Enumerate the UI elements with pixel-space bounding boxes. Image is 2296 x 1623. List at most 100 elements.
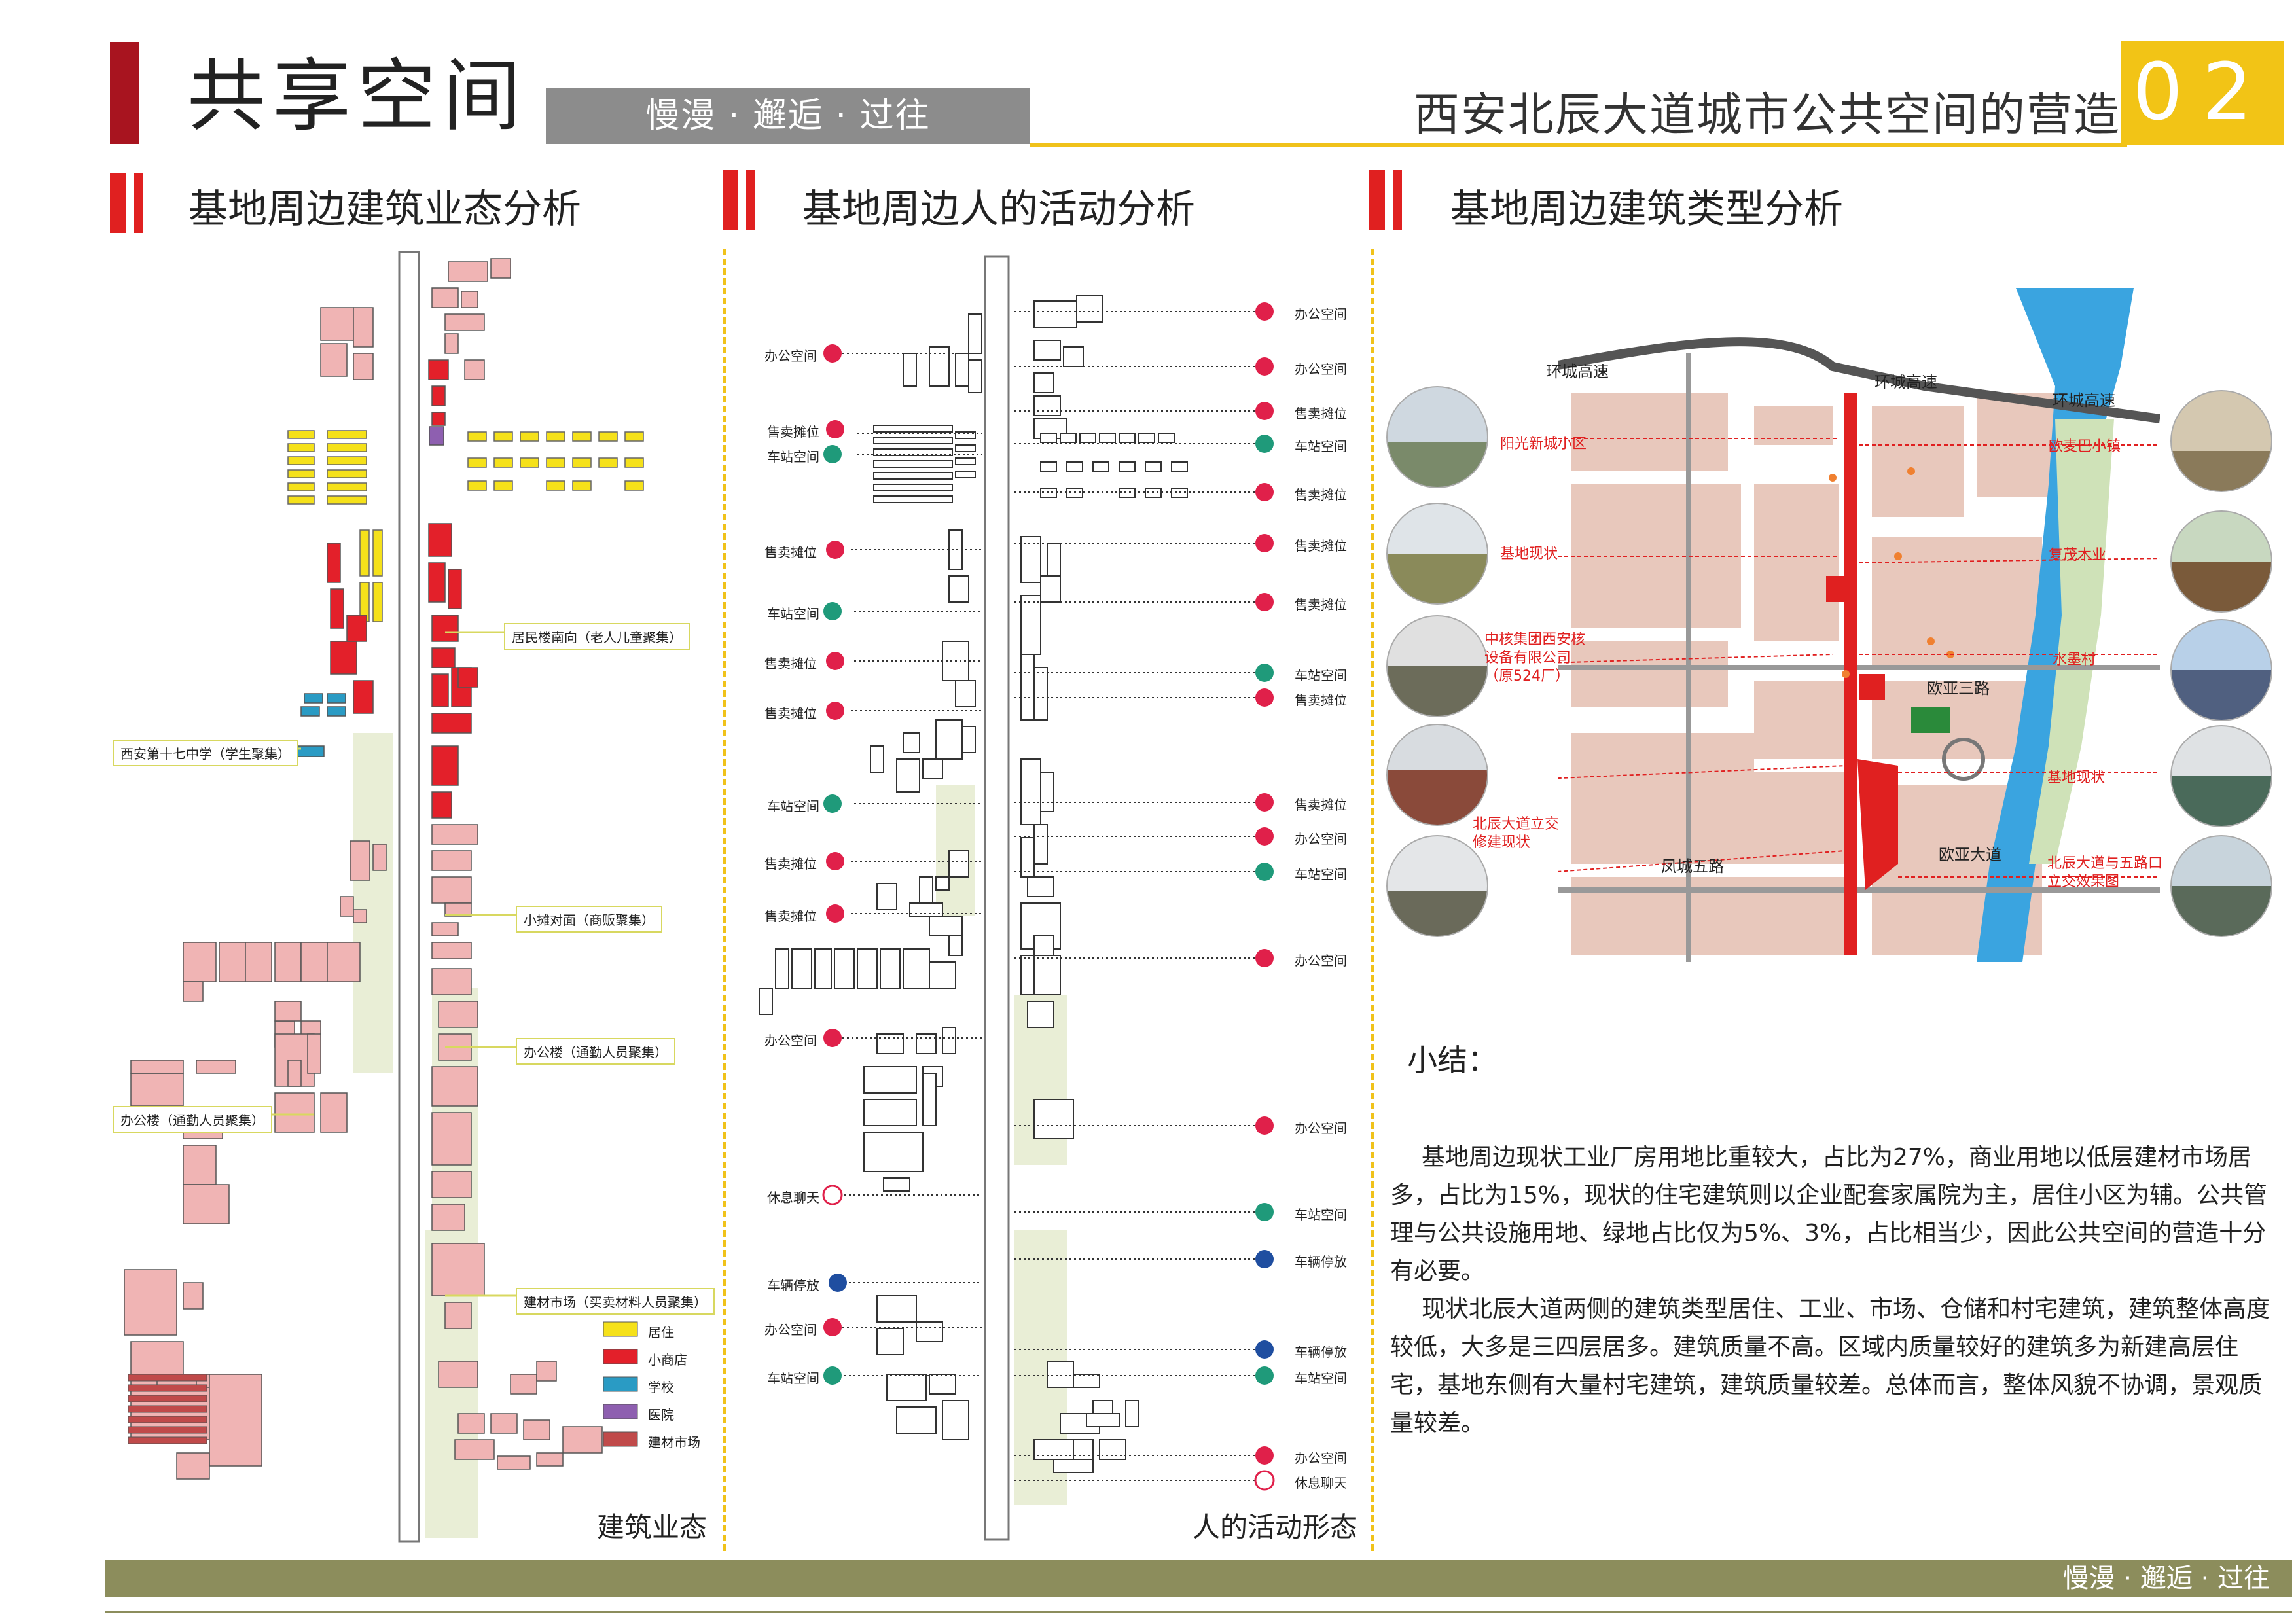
building-use-map — [124, 251, 644, 1543]
activity-label: 办公空间 — [1295, 831, 1347, 847]
section-marker — [1369, 170, 1385, 230]
photo-label: 北辰大道与五路口立交效果图 — [2047, 855, 2163, 890]
photo-site-status-right — [2170, 725, 2272, 827]
section-title-middle: 基地周边人的活动分析 — [802, 187, 1195, 232]
panel-divider — [723, 249, 726, 1551]
activity-label: 办公空间 — [764, 1033, 817, 1048]
photo-label: 阳光新城小区 — [1500, 436, 1587, 452]
section-marker — [723, 170, 738, 230]
map-road-label: 环城高速 — [1546, 363, 1609, 381]
activity-label: 售卖摊位 — [1295, 538, 1347, 554]
photo-interchange-rendering — [2170, 835, 2272, 937]
activity-label: 办公空间 — [764, 1322, 817, 1338]
photo-label: 复茂木业 — [2049, 547, 2107, 563]
photo-label: 中核集团西安核设备有限公司（原524厂） — [1484, 632, 1586, 685]
activity-label: 办公空间 — [1295, 953, 1347, 969]
activity-label: 车辆停放 — [1295, 1254, 1347, 1270]
summary-paragraph: 基地周边现状工业厂房用地比重较大，占比为27%，商业用地以低层建材市场居多，占比… — [1390, 1144, 2268, 1285]
tag-residential: 居民楼南向（老人儿童聚集） — [504, 623, 690, 650]
tag-school: 西安第十七中学（学生聚集） — [113, 740, 298, 766]
tag-vendors: 小摊对面（商贩聚集） — [516, 906, 662, 933]
photo-label: 基地现状 — [1500, 546, 1558, 562]
activity-label: 休息聊天 — [1295, 1475, 1347, 1491]
activity-label: 售卖摊位 — [1295, 797, 1347, 813]
photo-label: 北辰大道立交修建现状 — [1473, 816, 1560, 851]
activity-label: 办公空间 — [1295, 1120, 1347, 1136]
middle-caption: 人的活动形态 — [1193, 1511, 1358, 1543]
activity-label: 售卖摊位 — [1295, 487, 1347, 503]
site-map — [1558, 288, 2160, 962]
activity-label: 车站空间 — [767, 449, 819, 465]
footer-tagline: 慢漫 · 邂逅 · 过往 — [2062, 1563, 2270, 1594]
section-marker — [110, 173, 126, 233]
section-marker — [1393, 170, 1402, 230]
map-road-label: 凤城五路 — [1661, 857, 1724, 876]
photo-cnnc-factory — [1386, 615, 1488, 717]
activity-label: 办公空间 — [1295, 306, 1347, 322]
photo-label: 水墨村 — [2053, 652, 2096, 668]
activity-label: 车站空间 — [767, 798, 819, 814]
activity-label: 车站空间 — [1295, 668, 1347, 683]
photo-oumaiba-town — [2170, 390, 2272, 492]
activity-label: 办公空间 — [764, 348, 817, 364]
legend-label: 建材市场 — [648, 1435, 700, 1450]
header-rule — [1030, 143, 2127, 147]
photo-shuimo-village — [2170, 619, 2272, 721]
photo-fumao-wood — [2170, 510, 2272, 613]
project-title: 西安北辰大道城市公共空间的营造 — [1414, 88, 2121, 141]
map-road-label: 欧亚大道 — [1939, 846, 2001, 864]
tag-market: 建材市场（买卖材料人员聚集） — [516, 1288, 715, 1315]
legend-label: 居住 — [648, 1325, 674, 1340]
activity-label: 售卖摊位 — [764, 908, 817, 924]
header-subtitle: 慢漫 · 邂逅 · 过往 — [546, 88, 1030, 144]
summary-paragraph: 现状北辰大道两侧的建筑类型居住、工业、市场、仓储和村宅建筑，建筑整体高度较低，大… — [1390, 1296, 2270, 1436]
map-road-label: 环城高速 — [1874, 373, 1937, 391]
photo-interchange-construction-2 — [1386, 835, 1488, 937]
panel-divider — [1371, 249, 1374, 1551]
activity-label: 办公空间 — [1295, 361, 1347, 377]
section-marker — [746, 170, 755, 230]
activity-label: 办公空间 — [1295, 1450, 1347, 1466]
tag-office-right: 办公楼（通勤人员聚集） — [516, 1038, 675, 1065]
photo-label: 基地现状 — [2047, 770, 2106, 786]
activity-label: 售卖摊位 — [1295, 692, 1347, 708]
activity-label: 车站空间 — [767, 606, 819, 622]
legend-label: 学校 — [648, 1380, 674, 1395]
activity-label: 休息聊天 — [767, 1190, 819, 1205]
summary-text: 基地周边现状工业厂房用地比重较大，占比为27%，商业用地以低层建材市场居多，占比… — [1390, 1139, 2280, 1442]
activity-label: 车辆停放 — [767, 1277, 819, 1293]
photo-site-status — [1386, 503, 1488, 605]
page-number: 02 — [2121, 41, 2284, 145]
section-title-left: 基地周边建筑业态分析 — [188, 187, 581, 232]
photo-sunshine-community — [1386, 386, 1488, 488]
activity-map — [759, 255, 1275, 1541]
left-caption: 建筑业态 — [597, 1511, 708, 1543]
activity-label: 车站空间 — [1295, 1207, 1347, 1222]
photo-interchange-construction — [1386, 724, 1488, 826]
activity-label: 售卖摊位 — [764, 544, 817, 560]
tag-office-left: 办公楼（通勤人员聚集） — [113, 1106, 272, 1133]
footer-bar — [105, 1560, 2292, 1597]
activity-label: 车站空间 — [1295, 1370, 1347, 1386]
activity-label: 售卖摊位 — [1295, 597, 1347, 613]
summary-heading: 小结： — [1407, 1043, 1498, 1078]
activity-label: 车站空间 — [1295, 866, 1347, 882]
footer-rule — [105, 1611, 2292, 1613]
map-road-label: 环城高速 — [2053, 391, 2115, 410]
activity-label: 车辆停放 — [1295, 1344, 1347, 1360]
section-marker — [134, 173, 143, 233]
activity-label: 售卖摊位 — [764, 656, 817, 671]
photo-label: 欧麦巴小镇 — [2049, 438, 2121, 455]
page-title: 共享空间 — [187, 51, 528, 142]
activity-label: 售卖摊位 — [767, 424, 819, 440]
legend-label: 医院 — [648, 1407, 674, 1423]
header-accent-bar — [110, 42, 139, 144]
legend-label: 小商店 — [648, 1352, 687, 1368]
activity-label: 售卖摊位 — [1295, 406, 1347, 421]
map-road-label: 欧亚三路 — [1927, 679, 1990, 698]
activity-label: 车站空间 — [1295, 438, 1347, 454]
activity-label: 售卖摊位 — [764, 856, 817, 872]
activity-label: 售卖摊位 — [764, 705, 817, 721]
activity-label: 车站空间 — [767, 1370, 819, 1386]
section-title-right: 基地周边建筑类型分析 — [1450, 187, 1843, 232]
